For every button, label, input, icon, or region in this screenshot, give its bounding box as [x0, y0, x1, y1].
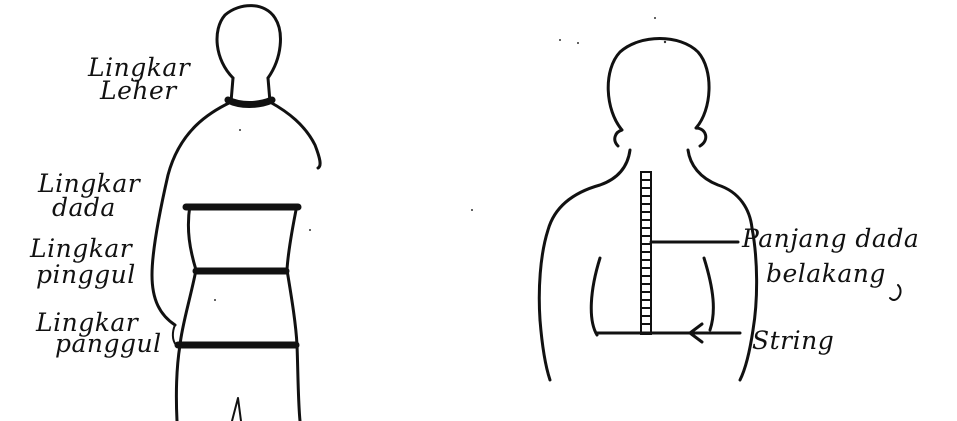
label-lingkar-leher: Lingkar Leher [87, 53, 192, 105]
left-figure-neck [231, 78, 270, 102]
left-figure-torso [176, 205, 300, 421]
right-figure-head [608, 39, 709, 147]
left-figure-head [217, 6, 280, 78]
label-lingkar-pinggul: Lingkar pinggul [29, 234, 136, 289]
left-figure-hand [173, 325, 176, 345]
label-lingkar-panggul: Lingkar panggul [35, 308, 162, 358]
right-figure [539, 39, 756, 381]
neck-band [228, 100, 272, 105]
measuring-tape [641, 172, 651, 334]
label-lingkar-dada: Lingkar dada [37, 169, 142, 222]
left-figure-leg-split [232, 398, 241, 421]
label-flourish [890, 285, 901, 300]
label-lingkar-panggul-line2: panggul [55, 329, 162, 358]
label-string: String [752, 326, 834, 355]
label-panjang-dada-line2: belakang [766, 259, 886, 288]
string-arrow [690, 324, 740, 342]
right-figure-body-sides [591, 258, 713, 335]
label-panjang-dada-line1: Panjang dada [741, 224, 919, 253]
label-lingkar-dada-line2: dada [52, 193, 116, 222]
label-panjang-dada-belakang: Panjang dada belakang [741, 224, 919, 288]
label-lingkar-leher-line2: Leher [99, 76, 178, 105]
label-lingkar-pinggul-line1: Lingkar [29, 234, 134, 263]
label-lingkar-pinggul-line2: pinggul [36, 260, 136, 289]
